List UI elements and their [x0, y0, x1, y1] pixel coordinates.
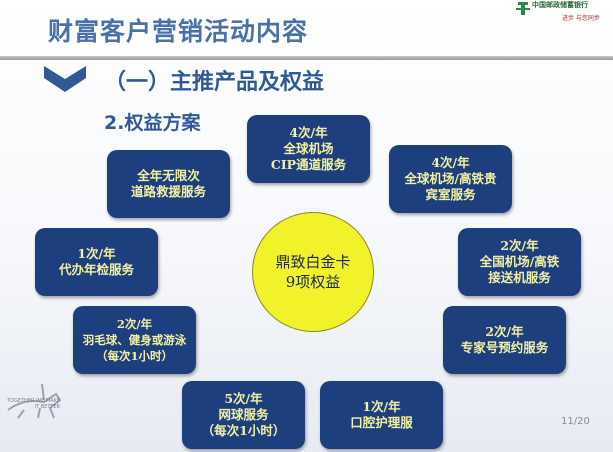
subsection-heading: 2.权益方案: [104, 112, 201, 134]
benefit-freq: 1次/年: [77, 246, 116, 261]
benefit-text: 全国机场/高铁: [479, 254, 560, 269]
benefit-text: 接送机服务: [488, 270, 551, 285]
benefit-text: 全球机场: [283, 141, 334, 156]
benefit-text: （每次1小时）: [201, 423, 286, 438]
benefit-freq: 2次/年: [116, 317, 153, 331]
motto: TOGETHER WE MAKE IT BETTER: [7, 398, 60, 410]
benefit-freq: 4次/年: [289, 125, 328, 140]
benefit-freq: 4次/年: [431, 155, 470, 170]
center-line1: 鼎致白金卡: [275, 253, 351, 271]
benefit-freq: 5次/年: [224, 391, 263, 406]
benefit-freq: 2次/年: [500, 238, 539, 253]
benefit-box: 5次/年网球服务（每次1小时）: [182, 381, 305, 449]
benefit-text: （每次1小时）: [95, 349, 173, 363]
benefit-text: CIP通道服务: [270, 157, 347, 172]
benefit-freq: 全年无限次: [137, 168, 200, 183]
benefit-text: 专家号预约服务: [460, 340, 549, 355]
slide-title: 财富客户营销活动内容: [48, 17, 309, 46]
benefit-text: 宾室服务: [425, 187, 476, 202]
logo-name: 中国邮政储蓄银行: [532, 1, 588, 9]
benefit-box: 全年无限次道路救援服务: [107, 150, 230, 218]
benefit-box: 2次/年全国机场/高铁接送机服务: [458, 228, 581, 296]
benefit-text: 道路救援服务: [130, 184, 206, 199]
benefit-text: 代办年检服务: [58, 262, 134, 277]
benefit-freq: 1次/年: [362, 399, 401, 414]
center-card-circle: 鼎致白金卡 9项权益: [252, 212, 374, 332]
benefit-freq: 2次/年: [485, 324, 524, 339]
benefit-text: 口腔护理服: [350, 415, 413, 430]
horse-rider-icon: [7, 383, 62, 419]
benefit-box: 4次/年全球机场/高铁贵宾室服务: [389, 145, 512, 213]
section-heading: （一）主推产品及权益: [104, 70, 325, 95]
center-line2: 9项权益: [285, 273, 341, 291]
benefit-box: 1次/年代办年检服务: [35, 228, 158, 296]
page-number: 11/20: [561, 416, 590, 427]
bank-logo: 中国邮政储蓄银行 进步 与您同步: [516, 0, 613, 24]
benefit-text: 羽毛球、健身或游泳: [82, 333, 187, 347]
benefit-box: 1次/年口腔护理服: [320, 381, 443, 449]
divider: [0, 56, 613, 60]
logo-slogan: 进步 与您同步: [562, 15, 600, 22]
logo-icon: [516, 2, 530, 15]
benefit-box: 2次/年羽毛球、健身或游泳 （每次1小时）: [73, 306, 196, 374]
benefit-text: 网球服务: [218, 407, 269, 422]
benefit-box: 2次/年专家号预约服务: [443, 306, 566, 374]
chevron-down-icon: [44, 66, 86, 92]
benefit-text: 全球机场/高铁贵: [404, 171, 497, 186]
